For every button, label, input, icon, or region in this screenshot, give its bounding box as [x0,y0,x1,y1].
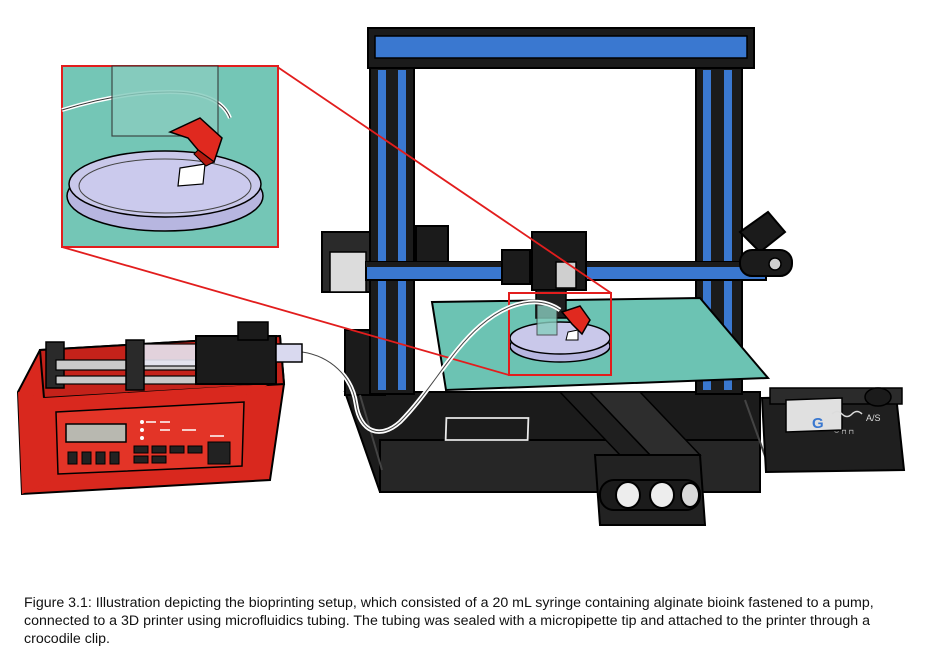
figure-caption: Figure 3.1: Illustration depicting the b… [24,595,874,647]
syringe-barrel-tip [275,343,303,363]
controller-brand-text: G [812,415,824,432]
front-rollers [599,479,701,511]
controller-button-marks: ⌣ ⊓ ⊓ [834,427,854,436]
callout-box-small [508,292,612,376]
z-motor-left [321,225,449,293]
base-label-window [444,417,530,441]
left-upright [369,63,415,395]
printer-controller: G A/S ⌣ ⊓ ⊓ [760,387,906,474]
top-beam [367,27,755,69]
3d-printer: G A/S ⌣ ⊓ ⊓ [321,27,906,526]
zoom-callout [61,65,612,376]
crocodile-clip-enlarged [167,117,223,167]
syringe-pump-icon [16,321,303,496]
controller-model-text: A/S [866,413,881,423]
printer-base [343,329,771,526]
extruder-carriage [531,231,587,319]
bioprinting-setup-illustration: G A/S ⌣ ⊓ ⊓ [16,27,906,526]
pump-keypad [67,420,231,465]
controller-knob[interactable] [864,387,892,407]
crocodile-clip-icon [560,305,591,336]
pump-display [65,423,127,443]
